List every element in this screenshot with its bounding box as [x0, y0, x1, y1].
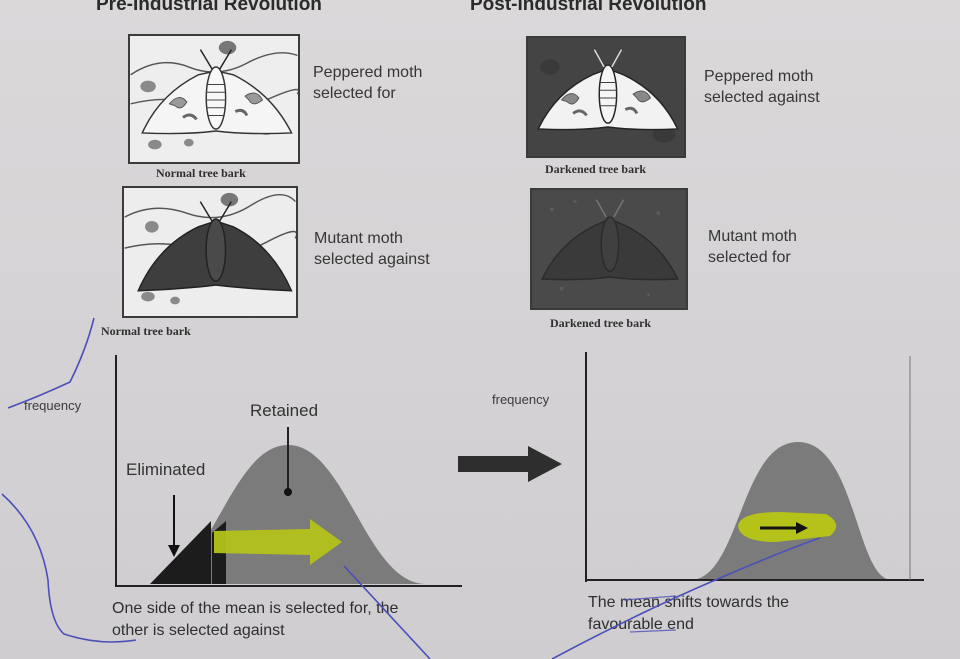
post-peppered-moth-image [526, 36, 686, 158]
shifted-distribution-curve [690, 442, 892, 580]
transition-arrow-icon [456, 444, 566, 484]
post-mutant-moth-image [530, 188, 688, 310]
retained-pointer-icon [284, 488, 292, 496]
eliminated-region [150, 521, 211, 584]
post-mutant-label: Mutant moth selected for [708, 226, 797, 268]
post-mutant-caption: Darkened tree bark [550, 316, 651, 331]
peppered-moth-dark-bark-illustration [528, 38, 684, 156]
left-graph-caption: One side of the mean is selected for, th… [112, 598, 398, 642]
retained-label: Retained [250, 401, 318, 421]
pre-industrial-heading: Pre-Industrial Revolution [96, 0, 322, 16]
mutant-moth-dark-bark-illustration [532, 190, 686, 308]
pre-peppered-moth-image [128, 34, 300, 164]
post-peppered-caption: Darkened tree bark [545, 162, 646, 177]
directional-selection-graph [580, 352, 924, 584]
right-graph-caption: The mean shifts towards the favourable e… [588, 592, 789, 636]
peppered-moth-light-bark-illustration [130, 36, 298, 162]
pre-peppered-label: Peppered moth selected for [313, 62, 422, 104]
right-frequency-label: frequency [492, 392, 549, 407]
post-industrial-heading: Post-Industrial Revolution [470, 0, 706, 16]
pre-mutant-label: Mutant moth selected against [314, 228, 430, 270]
post-peppered-label: Peppered moth selected against [704, 66, 820, 108]
eliminated-label: Eliminated [126, 460, 205, 480]
pre-mutant-caption: Normal tree bark [101, 324, 191, 339]
pre-peppered-caption: Normal tree bark [156, 166, 246, 181]
pre-mutant-moth-image [122, 186, 298, 318]
mutant-moth-light-bark-illustration [124, 188, 296, 316]
left-frequency-label: frequency [24, 398, 81, 413]
